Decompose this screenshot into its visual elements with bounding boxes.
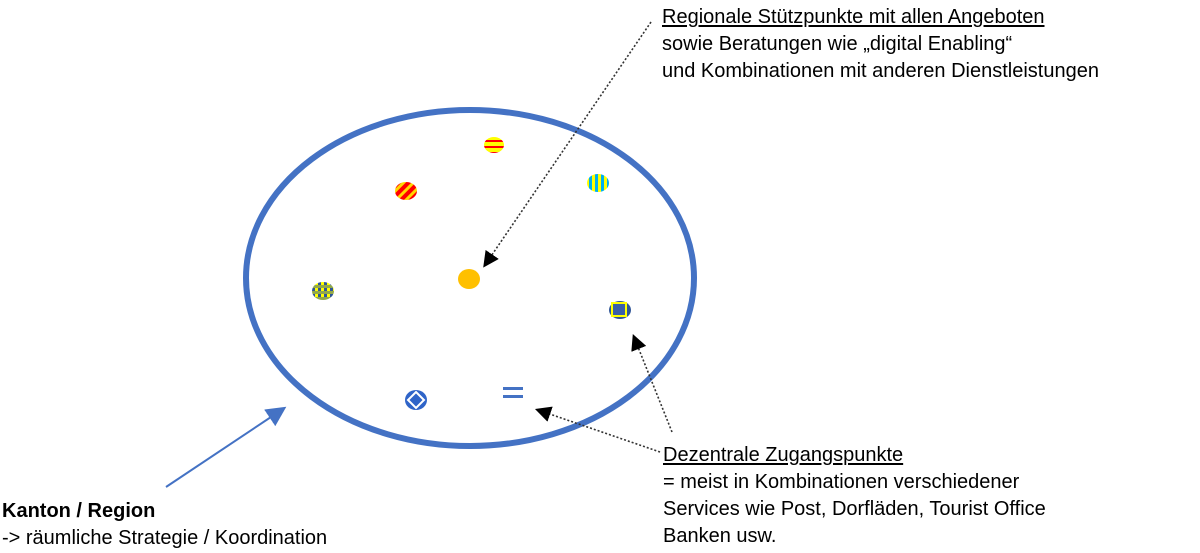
decentral-access-line2: = meist in Kombinationen verschiedener: [663, 471, 1020, 493]
region-boundary: [243, 107, 697, 449]
access-point-equals: [503, 387, 523, 398]
access-point-blue-yellow-green: [312, 282, 334, 300]
arrow-to-equals-point: [534, 406, 661, 453]
arrow-to-region: [165, 406, 287, 488]
hub-marker: [458, 269, 480, 289]
regional-hubs-line3: und Kombinationen mit anderen Dienstleis…: [662, 60, 1099, 82]
decentral-access-line3: Services wie Post, Dorfläden, Tourist Of…: [663, 498, 1046, 520]
arrow-to-hub: [483, 21, 652, 268]
access-point-blue-diamond: [405, 390, 427, 410]
regional-hubs-title: Regionale Stützpunkte mit allen Angebote…: [662, 6, 1045, 28]
arrow-to-square-point: [631, 334, 673, 433]
access-point-red-yellow-diagonal: [395, 182, 417, 200]
region-title: Kanton / Region: [2, 500, 156, 522]
decentral-access-title: Dezentrale Zugangspunkte: [663, 444, 904, 466]
access-point-red-yellow-horizontal: [484, 137, 504, 153]
region-subtitle: -> räumliche Strategie / Koordination: [2, 527, 328, 549]
access-point-blue-yellow-square: [609, 301, 631, 319]
decentral-access-line4: Banken usw.: [663, 525, 777, 547]
access-point-cyan-yellow-vertical: [587, 174, 609, 192]
regional-hubs-line2: sowie Beratungen wie „digital Enabling“: [662, 33, 1013, 55]
